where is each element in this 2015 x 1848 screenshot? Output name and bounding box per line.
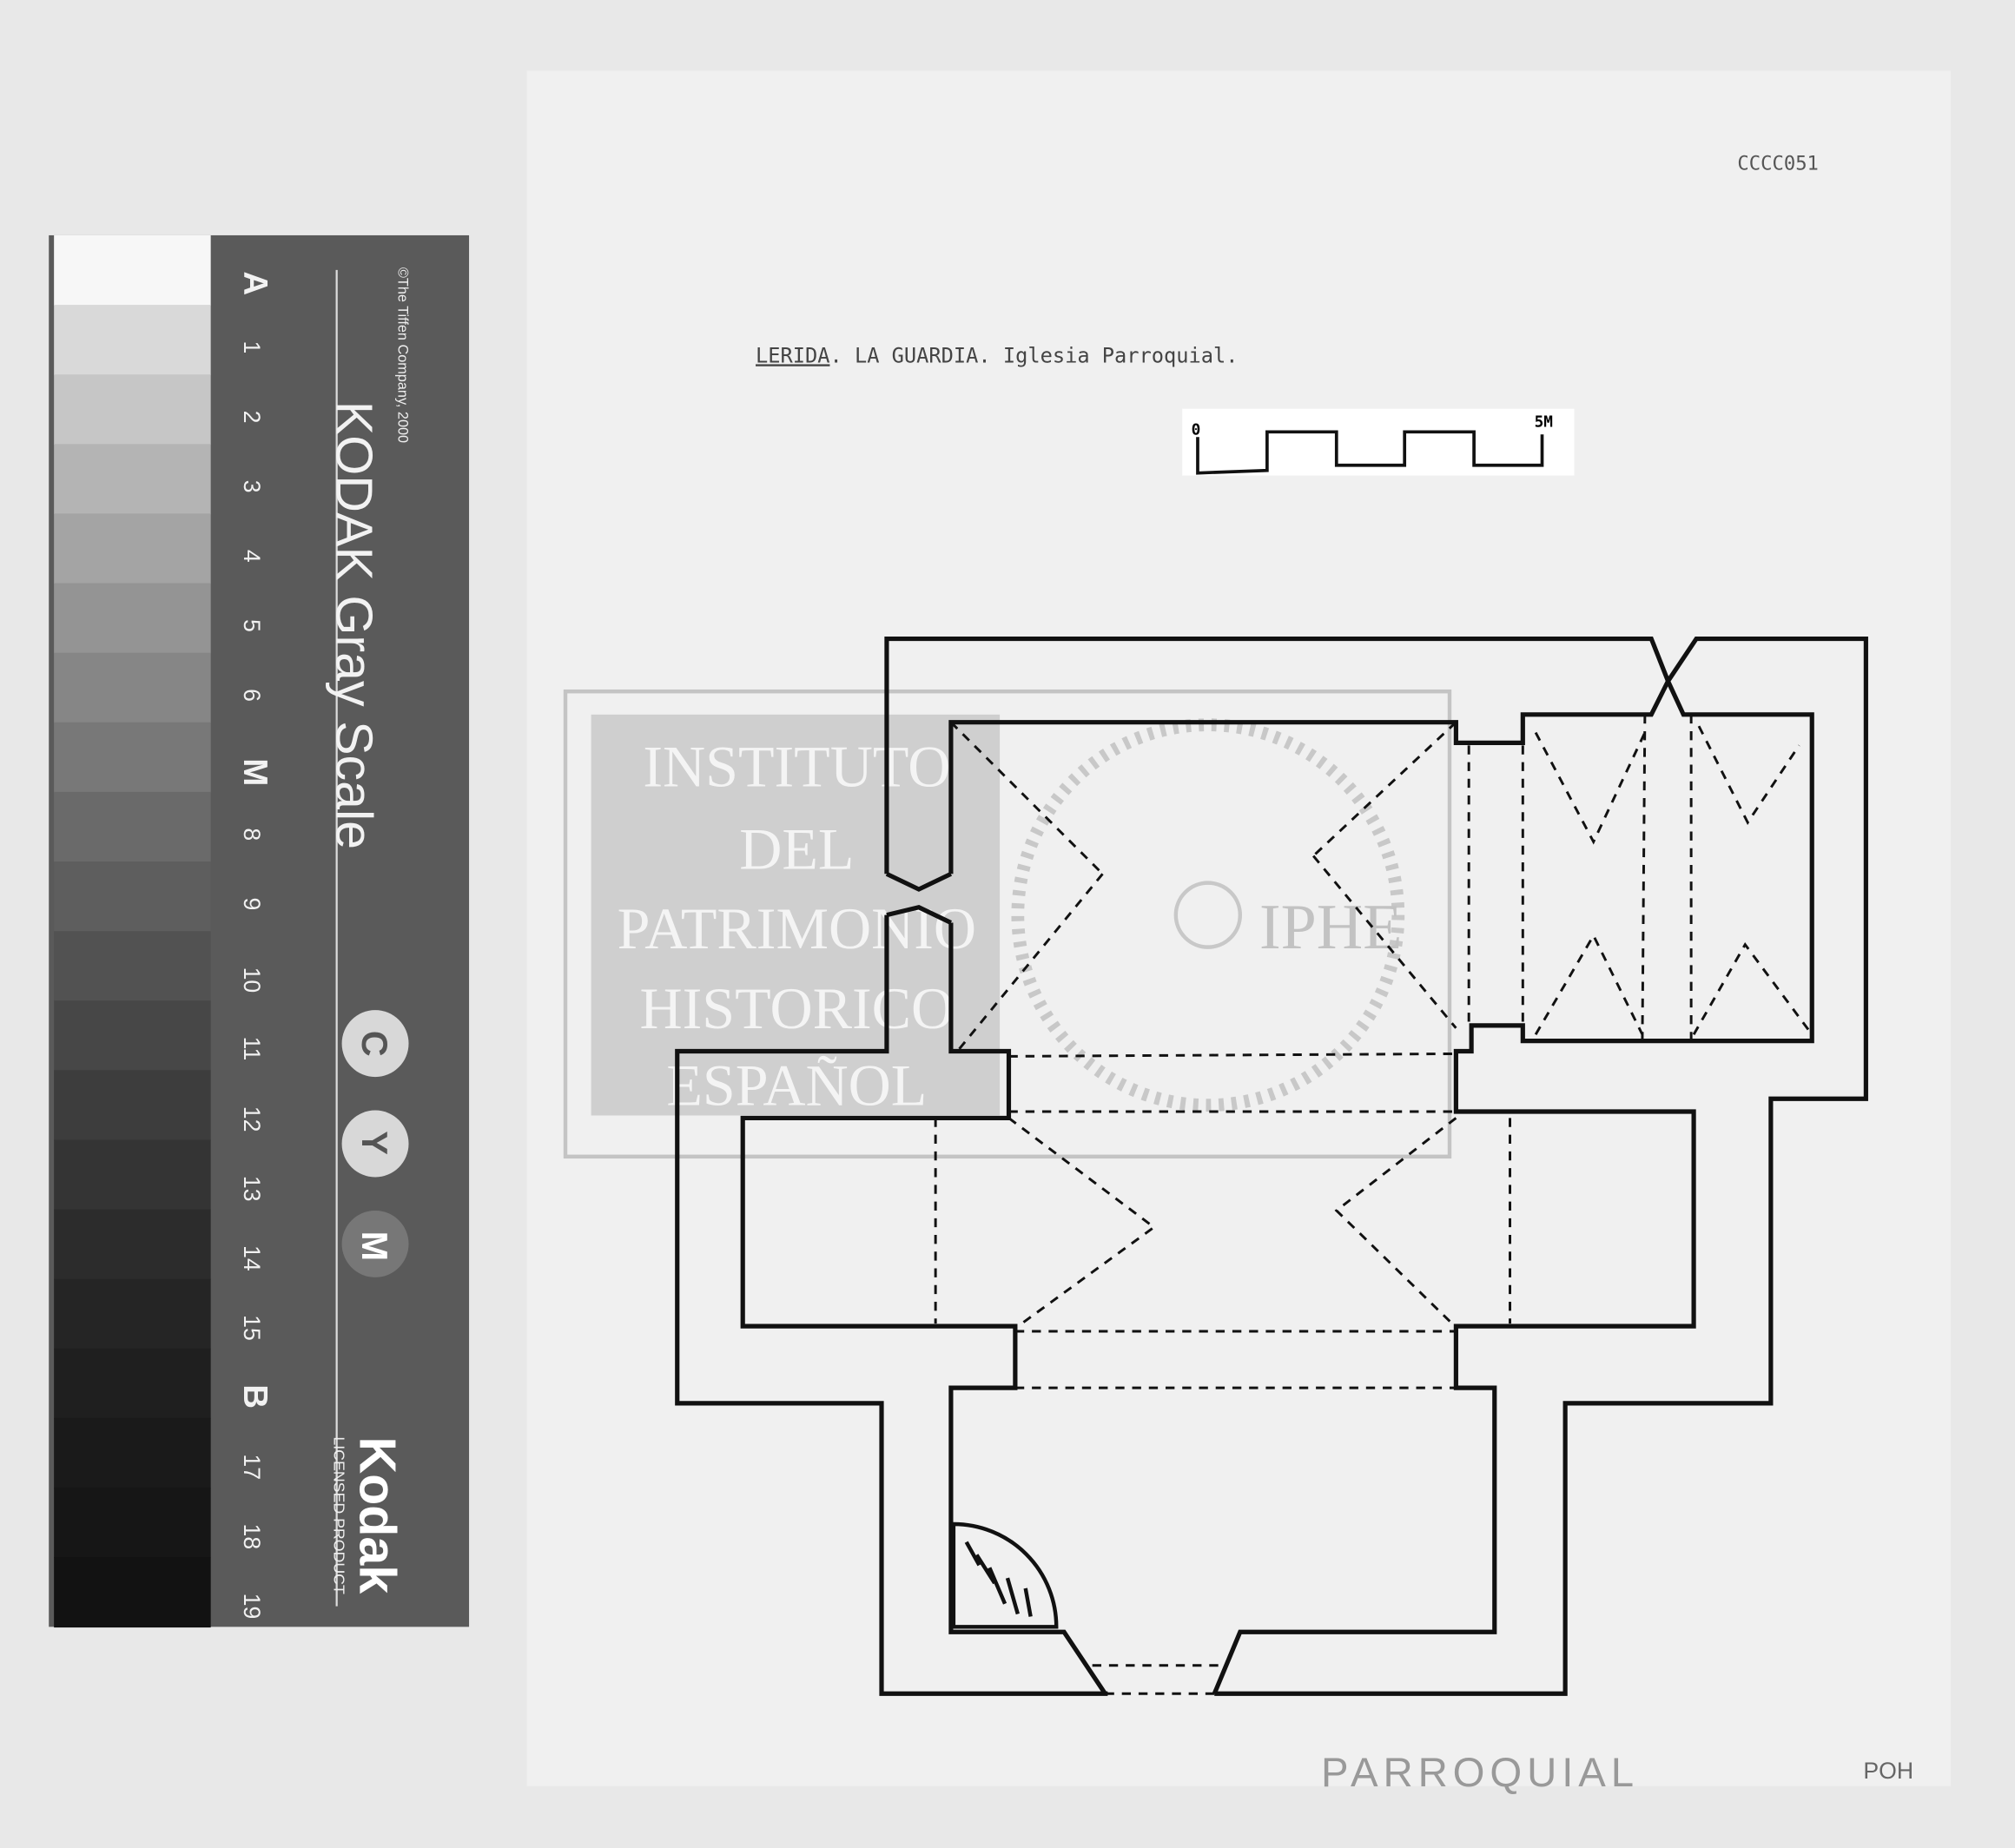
step-label: B [236,1384,274,1409]
step-label: 6 [239,689,265,702]
gray-patch [54,1348,211,1419]
step-label: 1 [239,340,265,353]
scale-end-label: 5M [1535,413,1553,431]
title-rest: . LA GUARDIA. Iglesia Parroquial. [829,343,1238,367]
step-label: 18 [239,1524,265,1550]
color-marker-circle [341,1110,409,1178]
gray-patch [54,1417,211,1488]
watermark-line: ESPAÑOL [666,1053,927,1119]
step-label: 17 [239,1454,265,1480]
kodak-logo: Kodak [348,1436,406,1594]
handwritten-note: PARROQUIAL [1321,1750,1639,1796]
gray-patches [54,234,211,1628]
gray-patch [54,583,211,654]
gray-patch [54,1209,211,1280]
document-code: CCCC051 [1737,152,1819,175]
gray-patch [54,1557,211,1628]
gray-patch [54,1278,211,1350]
step-label: 8 [239,828,265,841]
step-label: 12 [239,1106,265,1132]
gray-patch [54,1488,211,1558]
step-label: A [236,271,274,295]
step-label: 19 [239,1594,265,1620]
gray-patch [54,722,211,793]
watermark-acronym: IPHE [1259,892,1402,963]
iphe-watermark: INSTITUTO DEL PATRIMONIO HISTORICO ESPAÑ… [563,689,1452,1159]
card-copyright: ©The Tiffen Company, 2000 [395,267,411,443]
color-marker-circle [341,1010,409,1078]
step-label: 10 [239,967,265,993]
step-label: 5 [239,619,265,632]
gray-patch [54,791,211,862]
document-title: LERIDA. LA GUARDIA. Iglesia Parroquial. [756,343,1238,367]
gray-scale-card: ©The Tiffen Company, 2000 KODAK Gray Sca… [49,234,470,1628]
gray-patch [54,513,211,584]
gray-patch [54,1000,211,1072]
step-label: 3 [239,480,265,493]
step-label: 15 [239,1315,265,1341]
gray-patch [54,374,211,446]
gray-patch [54,1070,211,1141]
watermark-line: INSTITUTO [643,734,950,800]
scale-bar: 0 5M [1182,408,1575,476]
gray-patch [54,234,211,306]
title-place: LERIDA [756,343,829,367]
gray-patch [54,1139,211,1211]
color-markers: C Y M [341,1010,409,1277]
step-label: 4 [239,550,265,563]
step-label: 9 [239,897,265,910]
gray-patch [54,652,211,723]
gray-patch [54,444,211,515]
watermark-line: DEL [739,815,854,881]
step-label: 11 [239,1037,265,1061]
step-label: 13 [239,1176,265,1202]
step-label: M [236,758,274,786]
card-title: KODAK Gray Scale [326,401,384,849]
step-label: 14 [239,1245,265,1271]
gray-patch [54,861,211,932]
color-marker-label: M [354,1231,394,1262]
license-text: LICENSED PRODUCT [331,1436,348,1594]
gray-patch [54,305,211,375]
church-floor-plan [675,636,1868,1696]
color-marker-label: C [354,1031,394,1057]
step-label: 2 [239,411,265,424]
color-marker-label: Y [354,1131,394,1155]
gray-patch [54,931,211,1001]
watermark-line: HISTORICO [639,975,954,1041]
watermark-line: PATRIMONIO [618,895,976,961]
color-marker-circle [341,1210,409,1277]
corner-note: POH [1863,1758,1913,1784]
scale-start-label: 0 [1192,421,1201,439]
